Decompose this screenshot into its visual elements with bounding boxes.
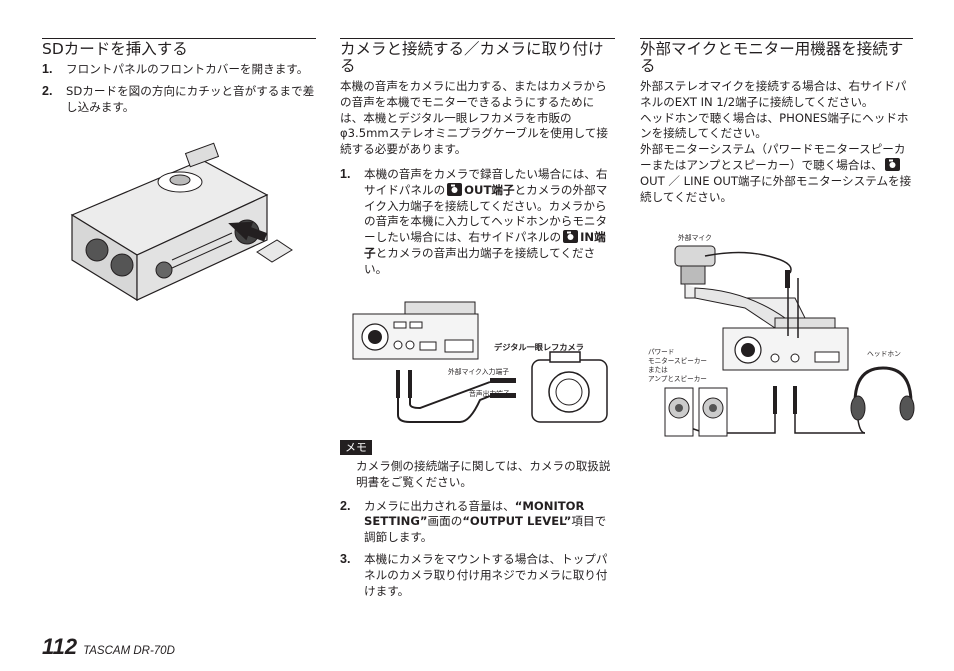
column-camera-connect: カメラと接続する／カメラに取り付ける 本機の音声をカメラに出力する、またはカメラ…	[340, 38, 615, 284]
paragraph-part: に外部モニターシステムを接続してください。	[640, 173, 912, 204]
item-name: “OUTPUT LEVEL”	[462, 514, 572, 529]
camera-icon	[884, 157, 900, 171]
step-number: 3.	[340, 551, 351, 566]
paragraph-headphones: ヘッドホンで聴く場合は、PHONES端子にヘッドホンを接続してください。	[640, 111, 913, 143]
memo-text: カメラ側の接続端子に関しては、カメラの取扱説明書をご覧ください。	[356, 459, 611, 489]
step-item: 1. フロントパネルのフロントカバーを開きます。	[42, 62, 316, 78]
step-number: 2.	[42, 83, 53, 98]
section-title-camera: カメラと接続する／カメラに取り付ける	[340, 38, 615, 75]
mic-label: 外部マイク	[678, 233, 712, 242]
paragraph-ext-mic: 外部ステレオマイクを接続する場合は、右サイドパネルのEXT IN 1/2端子に接…	[640, 79, 913, 111]
step-text-part: とカメラの外部マイク入力端子を接続してください。カメラからの音声を本機に入力して…	[364, 182, 608, 245]
section-title-external: 外部マイクとモニター用機器を接続する	[640, 38, 913, 75]
memo-label: メモ	[340, 440, 372, 455]
terminal-name: IN端子	[364, 230, 606, 260]
speaker-label-line4: アンプとスピーカー	[648, 375, 707, 383]
step-text-part: 項目で調節します。	[364, 514, 607, 545]
mic-in-label: 外部マイク入力端子	[448, 367, 509, 376]
speaker-label-line1: パワード	[648, 348, 674, 356]
step-text-part: とカメラの音声出力端子を接続してください。	[364, 245, 596, 276]
paragraph-part: 外部ステレオマイクを接続する場合は、右サイドパネルの	[640, 79, 907, 109]
speaker-label-line2: モニタースピーカー	[648, 356, 707, 365]
sd-insert-illustration	[52, 140, 302, 309]
page-footer: 112 TASCAM DR-70D	[42, 634, 175, 660]
paragraph-part: 外部モニターシステム（パワードモニタースピーカーまたはアンプとスピーカー）で聴く…	[640, 142, 906, 172]
step-item: 3. 本機にカメラをマウントする場合は、トップパネルのカメラ取り付け用ネジでカメ…	[340, 552, 615, 599]
terminal-name: OUT端子	[464, 182, 515, 197]
external-device-diagram: 外部マイク パワード モニタースピーカー または アンプとスピーカー ヘッドホン	[645, 228, 915, 447]
intro-paragraph: 本機の音声をカメラに出力する、またはカメラからの音声を本機でモニターできるように…	[340, 79, 608, 157]
column-external-devices: 外部マイクとモニター用機器を接続する 外部ステレオマイクを接続する場合は、右サイ…	[640, 38, 913, 205]
step-item: 2. カメラに出力される音量は、“MONITOR SETTING”画面の“OUT…	[340, 499, 615, 546]
step-text: 本機にカメラをマウントする場合は、トップパネルのカメラ取り付け用ネジでカメラに取…	[364, 551, 608, 598]
page-number: 112	[42, 634, 78, 659]
paragraph-part: ヘッドホンで聴く場合は、	[640, 110, 780, 125]
camera-icon	[563, 230, 579, 244]
column-sd-card: SDカードを挿入する 1. フロントパネルのフロントカバーを開きます。 2. S…	[42, 38, 316, 121]
step-text: フロントパネルのフロントカバーを開きます。	[66, 62, 309, 76]
step-text-part: カメラに出力される音量は、	[364, 498, 515, 513]
step-number: 2.	[340, 498, 351, 513]
step-number: 1.	[340, 166, 351, 181]
camera-label: デジタル一眼レフカメラ	[494, 342, 584, 352]
terminal-name: EXT IN 1/2端子	[674, 94, 759, 109]
paragraph-part: にヘッドホンを接続してください。	[640, 110, 909, 141]
step-text-part: 本機の音声をカメラで録音したい場合には、右サイドパネルの	[364, 166, 608, 197]
product-name: TASCAM DR-70D	[83, 645, 175, 657]
screen-name: “MONITOR SETTING”	[364, 498, 585, 529]
step-text-part: 画面の	[427, 514, 463, 529]
step-item: 2. SDカードを図の方向にカチッと音がするまで差し込みます。	[42, 84, 316, 116]
camera-icon	[447, 182, 463, 196]
terminal-name: PHONES端子	[779, 110, 851, 125]
camera-connection-diagram: デジタル一眼レフカメラ 外部マイク入力端子 音声出力端子	[350, 300, 620, 434]
speaker-label-line3: または	[648, 366, 668, 374]
section-title-sd-card: SDカードを挿入する	[42, 38, 316, 58]
audio-out-label: 音声出力端子	[469, 389, 510, 398]
step-text: カメラに出力される音量は、“MONITOR SETTING”画面の“OUTPUT…	[364, 499, 615, 546]
column-camera-connect-lower: メモ カメラ側の接続端子に関しては、カメラの取扱説明書をご覧ください。 2. カ…	[340, 436, 615, 605]
step-number: 1.	[42, 62, 53, 76]
paragraph-part: に接続してください。	[758, 94, 874, 109]
paragraph-monitor: 外部モニターシステム（パワードモニタースピーカーまたはアンプとスピーカー）で聴く…	[640, 142, 913, 205]
headphone-label: ヘッドホン	[867, 350, 901, 358]
step-text: SDカードを図の方向にカチッと音がするまで差し込みます。	[66, 83, 315, 114]
terminal-name: OUT ／ LINE OUT端子	[640, 173, 762, 188]
